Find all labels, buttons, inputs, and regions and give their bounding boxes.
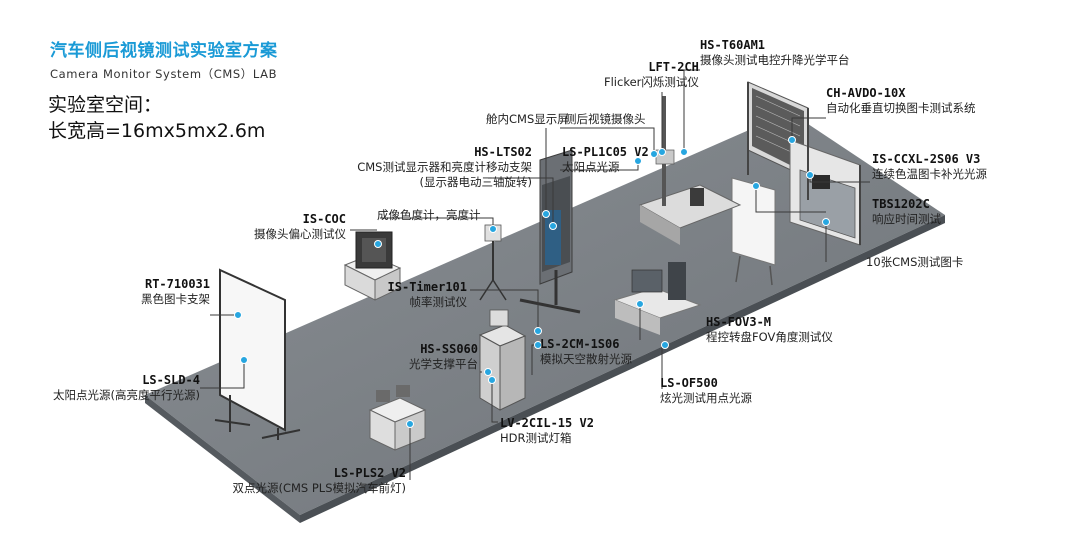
label-lsof500: LS-OF500 炫光测试用点光源 xyxy=(660,376,752,406)
ls2cm-desc: 模拟天空散射光源 xyxy=(540,352,632,366)
label-rt710031: RT-710031 黑色图卡支架 xyxy=(110,277,210,307)
istimer101-desc: 帧率测试仪 xyxy=(409,295,468,309)
hslts02-model: HS-LTS02 xyxy=(474,145,532,159)
label-isccxl: IS-CCXL-2S06 V3 连续色温图卡补光光源 xyxy=(872,152,987,182)
label-hsfov3m: HS-FOV3-M 程控转盘FOV角度测试仪 xyxy=(706,315,833,345)
lsof500-desc: 炫光测试用点光源 xyxy=(660,391,752,405)
marker-dots xyxy=(234,136,830,428)
label-lspls2: LS-PLS2 V2 双点光源(CMS PLS模拟汽车前灯) xyxy=(210,466,406,496)
lspl1c05-desc: 太阳点光源 xyxy=(562,160,620,174)
label-hsss060: HS-SS060 光学支撑平台 xyxy=(402,342,478,372)
lab-space-dimensions: 长宽高=16mx5mx2.6m xyxy=(48,120,266,142)
cards-desc: 10张CMS测试图卡 xyxy=(866,255,964,269)
label-lft2ch: LFT-2CH Flicker闪烁测试仪 xyxy=(604,60,699,90)
rt710031-model: RT-710031 xyxy=(144,277,210,291)
label-istimer101: IS-Timer101 帧率测试仪 xyxy=(385,280,467,310)
coc-tester xyxy=(343,231,402,301)
hsfov3m-model: HS-FOV3-M xyxy=(706,315,772,329)
hsss060-desc: 光学支撑平台 xyxy=(409,357,478,371)
fov-turntable xyxy=(613,262,702,335)
label-ls2cm: LS-2CM-1S06 模拟天空散射光源 xyxy=(540,337,632,367)
lspl1c05-model: LS-PL1C05 V2 xyxy=(562,145,649,159)
label-lssld4: LS-SLD-4 太阳点光源(高亮度平行光源) xyxy=(40,373,200,403)
lab-space-heading: 实验室空间： xyxy=(48,94,163,116)
label-side-camera: 侧后视镜摄像头 xyxy=(565,112,646,127)
isccxl-model: IS-CCXL-2S06 V3 xyxy=(872,152,981,166)
ls2cm-model: LS-2CM-1S06 xyxy=(540,337,620,351)
hst60am1-model: HS-T60AM1 xyxy=(700,38,766,52)
lv2cil-model: LV-2CIL-15 V2 xyxy=(500,416,594,430)
rt710031-desc: 黑色图卡支架 xyxy=(141,292,210,306)
label-hslts02: HS-LTS02 CMS测试显示器和亮度计移动支架 (显示器电动三轴旋转) xyxy=(346,145,532,190)
tbs1202c-model: TBS1202C xyxy=(872,197,930,211)
label-iscoc: IS-COC 摄像头偏心测试仪 xyxy=(246,212,346,242)
label-lspl1c05: LS-PL1C05 V2 太阳点光源 xyxy=(562,145,649,175)
label-tbs1202c: TBS1202C 响应时间测试 xyxy=(872,197,941,227)
tbs1202c-desc: 响应时间测试 xyxy=(872,212,941,226)
lssld4-model: LS-SLD-4 xyxy=(142,373,200,387)
label-hst60am1: HS-T60AM1 摄像头测试电控升降光学平台 xyxy=(700,38,850,68)
label-colorimeter: 成像色度计，亮度计 xyxy=(377,208,481,223)
label-cards: 10张CMS测试图卡 xyxy=(866,255,963,270)
hsss060-model: HS-SS060 xyxy=(420,342,478,356)
page-subtitle: Camera Monitor System（CMS）LAB xyxy=(50,67,278,81)
chavdo-desc: 自动化垂直切换图卡测试系统 xyxy=(826,101,976,115)
black-chart-stand xyxy=(214,268,301,440)
hdr-lightbox xyxy=(478,309,527,411)
page-title: 汽车侧后视镜测试实验室方案 xyxy=(50,41,278,61)
lv2cil-desc: HDR测试灯箱 xyxy=(500,431,572,445)
response-time-board xyxy=(731,177,776,286)
lft2ch-model: LFT-2CH xyxy=(648,60,699,74)
iscoc-model: IS-COC xyxy=(302,212,346,226)
label-lv2cil: LV-2CIL-15 V2 HDR测试灯箱 xyxy=(500,416,594,446)
hslts02-desc: CMS测试显示器和亮度计移动支架 xyxy=(357,160,532,174)
lspls2-desc: 双点光源(CMS PLS模拟汽车前灯) xyxy=(232,481,406,495)
cabin-display-desc: 舱内CMS显示屏 xyxy=(486,112,569,126)
chavdo-model: CH-AVDO-10X xyxy=(826,86,906,100)
istimer101-model: IS-Timer101 xyxy=(387,280,467,294)
side-camera-desc: 侧后视镜摄像头 xyxy=(565,112,646,126)
hsfov3m-desc: 程控转盘FOV角度测试仪 xyxy=(706,330,833,344)
label-cabin-display: 舱内CMS显示屏 xyxy=(486,112,569,127)
label-chavdo: CH-AVDO-10X 自动化垂直切换图卡测试系统 xyxy=(826,86,976,116)
lft2ch-desc: Flicker闪烁测试仪 xyxy=(604,75,699,89)
lab-floor-edge-front xyxy=(300,215,945,523)
lab-floor-edge xyxy=(145,395,300,523)
lspls2-model: LS-PLS2 V2 xyxy=(333,466,406,480)
isccxl-desc: 连续色温图卡补光光源 xyxy=(872,167,987,181)
colorimeter-desc: 成像色度计，亮度计 xyxy=(377,208,481,222)
lsof500-model: LS-OF500 xyxy=(660,376,718,390)
lssld4-desc: 太阳点光源(高亮度平行光源) xyxy=(53,388,200,402)
hst60am1-desc: 摄像头测试电控升降光学平台 xyxy=(700,53,850,67)
hslts02-desc2: (显示器电动三轴旋转) xyxy=(419,175,532,189)
iscoc-desc: 摄像头偏心测试仪 xyxy=(254,227,346,241)
